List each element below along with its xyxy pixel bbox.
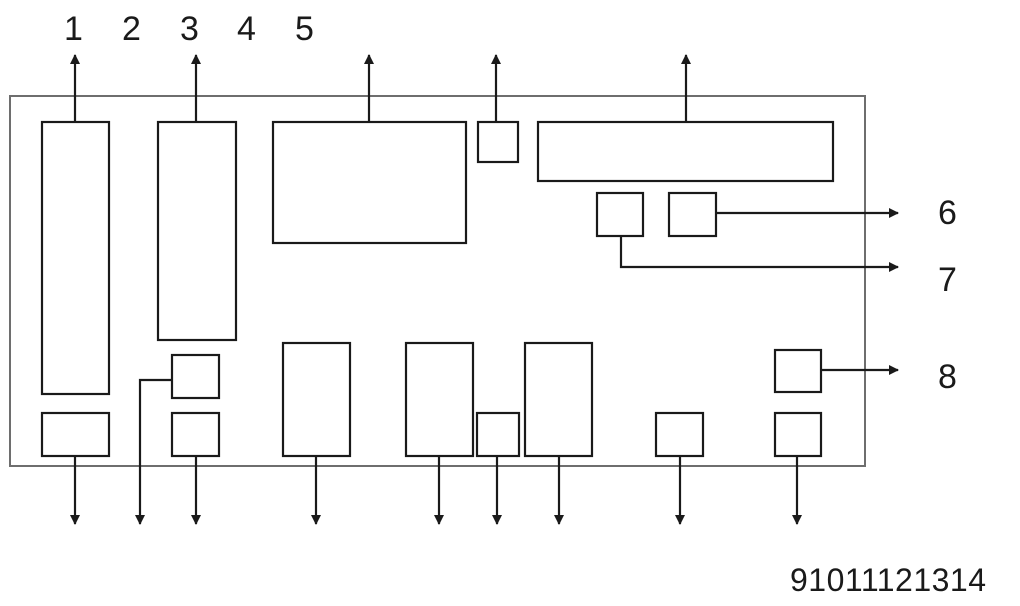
callout-label: 8 <box>938 358 957 396</box>
component-bottom-1 <box>40 411 111 458</box>
callout-label: 1 <box>64 10 83 48</box>
callout-label: 4 <box>237 10 256 48</box>
component-bottom-7 <box>654 411 705 458</box>
housing-outline <box>9 95 866 467</box>
component-wide-right <box>536 120 835 183</box>
component-small-top <box>476 120 520 164</box>
component-small-a <box>595 191 645 238</box>
callout-label: 2 <box>122 10 141 48</box>
component-bottom-5 <box>475 411 521 458</box>
callout-label: 3 <box>180 10 199 48</box>
leader-right-7 <box>619 236 899 272</box>
component-bottom-2 <box>170 411 221 458</box>
callout-label: 5 <box>295 10 314 48</box>
component-wide-middle <box>271 120 468 245</box>
component-small-d <box>773 348 823 394</box>
component-small-b <box>667 191 718 238</box>
component-tall-second <box>156 120 238 342</box>
component-bottom-8 <box>773 411 823 458</box>
component-bottom-3 <box>281 341 352 458</box>
callout-label: 6 <box>938 194 957 232</box>
component-bottom-6 <box>523 341 594 458</box>
figure-number: 91011121314 <box>790 562 987 598</box>
leader-down-10 <box>135 378 172 525</box>
component-bottom-4 <box>404 341 475 458</box>
component-small-c <box>170 353 221 400</box>
component-tall-left <box>40 120 111 396</box>
callout-label: 7 <box>938 261 957 299</box>
